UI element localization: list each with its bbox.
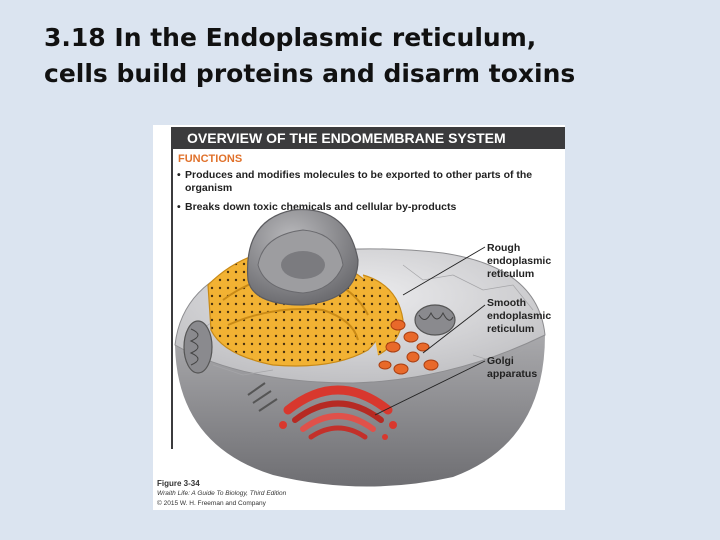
nucleus	[248, 210, 358, 305]
slide-title-line-1: 3.18 In the Endoplasmic reticulum,	[44, 20, 704, 56]
endomembrane-figure: OVERVIEW OF THE ENDOMEMBRANE SYSTEM FUNC…	[153, 125, 565, 510]
label-rough-er: Rough endoplasmic reticulum	[487, 242, 551, 281]
label-golgi: Golgi apparatus	[487, 355, 537, 381]
mitochondrion-right	[415, 305, 455, 335]
mitochondrion-left	[184, 321, 212, 373]
slide-title-line-2: cells build proteins and disarm toxins	[44, 56, 704, 92]
figure-number: Figure 3-34	[157, 479, 200, 488]
label-smooth-er: Smooth endoplasmic reticulum	[487, 297, 551, 336]
figure-source: Wraith Life: A Guide To Biology, Third E…	[157, 490, 286, 497]
figure-copyright: © 2015 W. H. Freeman and Company	[157, 500, 266, 507]
slide-title: 3.18 In the Endoplasmic reticulum, cells…	[44, 20, 704, 92]
